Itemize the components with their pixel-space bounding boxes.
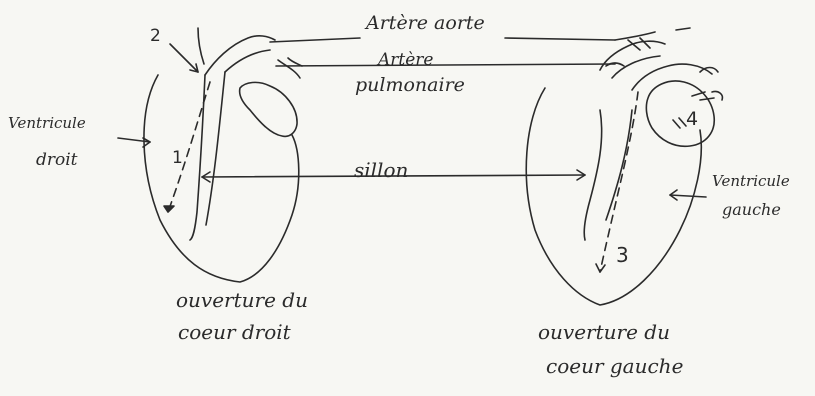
pulmonary-connector-line [276, 64, 615, 66]
marker-three: 3 [616, 245, 629, 266]
marker-one: 1 [172, 150, 183, 168]
right-ventricle-label-line2: droit [36, 152, 78, 170]
marker-four: 4 [686, 110, 698, 130]
aorta-connector-line [270, 38, 360, 42]
left-auricle [646, 81, 714, 146]
aorta-label: Artère aorte [366, 14, 485, 34]
right-pulmonary-trunk [205, 36, 275, 75]
left-ventricle-label-line1: Ventricule [712, 174, 790, 190]
pulmonary-label-line1: Artère [378, 52, 433, 70]
right-heart-inner-wall [190, 75, 205, 240]
right-ventricle-label-line1: Ventricule [8, 116, 86, 132]
marker-two: 2 [150, 28, 161, 46]
left-heart-inner-wall [584, 110, 601, 240]
left-aorta-arch [600, 41, 665, 70]
pulmonary-label-line2: pulmonaire [355, 76, 465, 96]
left-ventricle-label-line2: gauche [722, 202, 781, 219]
right-heart-caption-line1: ouverture du [176, 290, 308, 311]
right-auricle [240, 82, 297, 136]
groove-label: sillon [354, 160, 408, 181]
flow-arrow-one [168, 82, 210, 212]
left-ventricle-arrow [670, 195, 706, 197]
right-heart-caption-line2: coeur droit [178, 322, 291, 343]
left-heart-caption-line2: coeur gauche [546, 356, 683, 377]
marker-two-arrow [170, 44, 198, 72]
left-heart-caption-line1: ouverture du [538, 322, 670, 343]
